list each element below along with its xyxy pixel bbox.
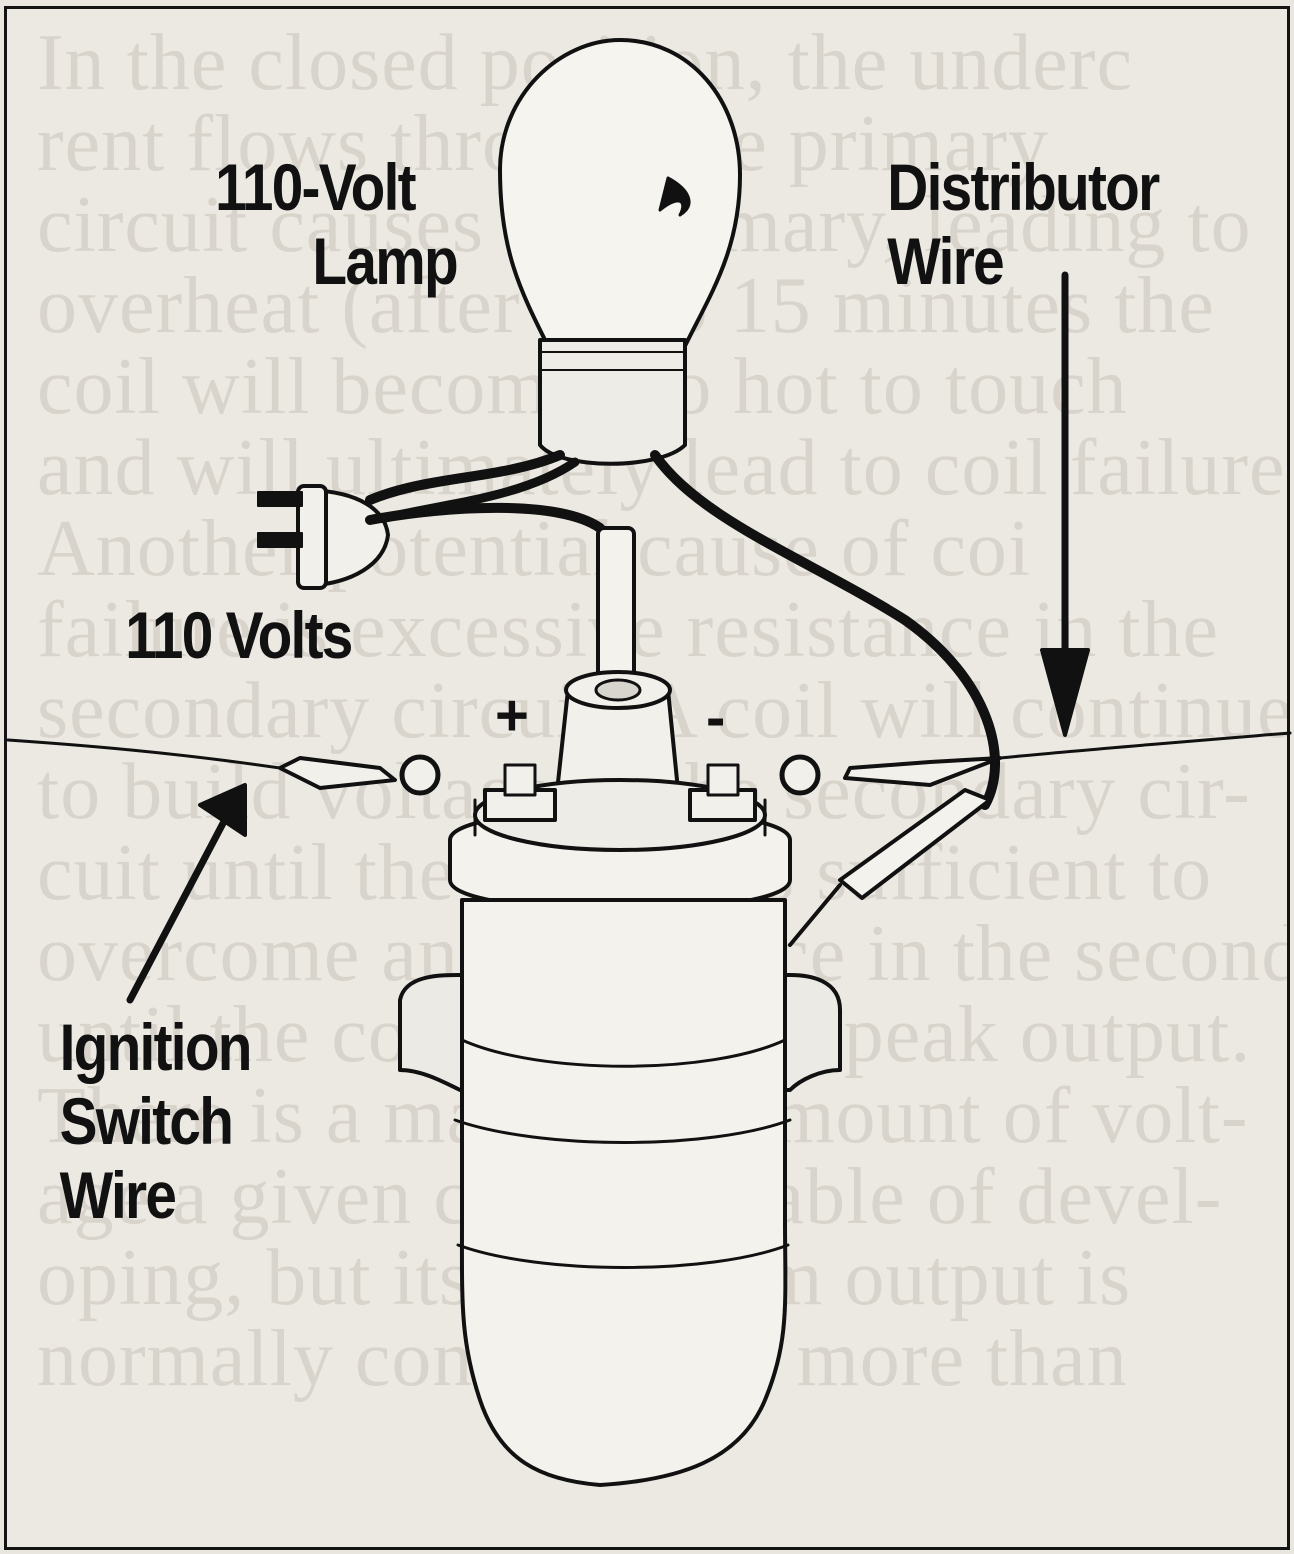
lamp-bulb <box>498 38 742 348</box>
lamp-cord <box>365 450 565 505</box>
distributor-label: Distributor Wire <box>887 150 1222 298</box>
lamp-socket <box>538 338 687 466</box>
lamp-label-line1: 110-Volt <box>215 150 416 224</box>
plus-label: + <box>495 683 529 748</box>
ignition-wire-connector <box>278 756 397 790</box>
ignition-label-line1: Ignition <box>59 1010 253 1084</box>
ignition-label: Ignition Switch Wire <box>60 1010 301 1232</box>
ignition-arrow <box>126 806 234 1004</box>
bg-line: Another potential cause of coi <box>37 505 1032 593</box>
distributor-label-line1: Distributor <box>887 150 1160 224</box>
lamp-label: 110-Volt Lamp <box>173 150 458 298</box>
volts-label-text: 110 Volts <box>125 598 353 672</box>
test-lead <box>365 502 605 533</box>
coil-can <box>459 898 788 1487</box>
ground-wire-left <box>6 738 282 770</box>
volts-label: 110 Volts <box>125 598 435 672</box>
lamp-lead-right <box>650 450 1000 810</box>
ignition-label-line3: Wire <box>59 1158 177 1232</box>
lamp-label-line2: Lamp <box>312 224 458 298</box>
tower-probe <box>596 526 636 690</box>
probe-clip-right <box>838 788 992 900</box>
minus-label: - <box>706 685 726 750</box>
distributor-label-line2: Wire <box>887 224 1004 298</box>
distributor-wire-connector <box>843 756 1002 787</box>
ignition-label-line2: Switch <box>59 1084 234 1158</box>
ground-wire-right <box>998 731 1292 760</box>
bulb-reflection-icon <box>658 176 691 217</box>
